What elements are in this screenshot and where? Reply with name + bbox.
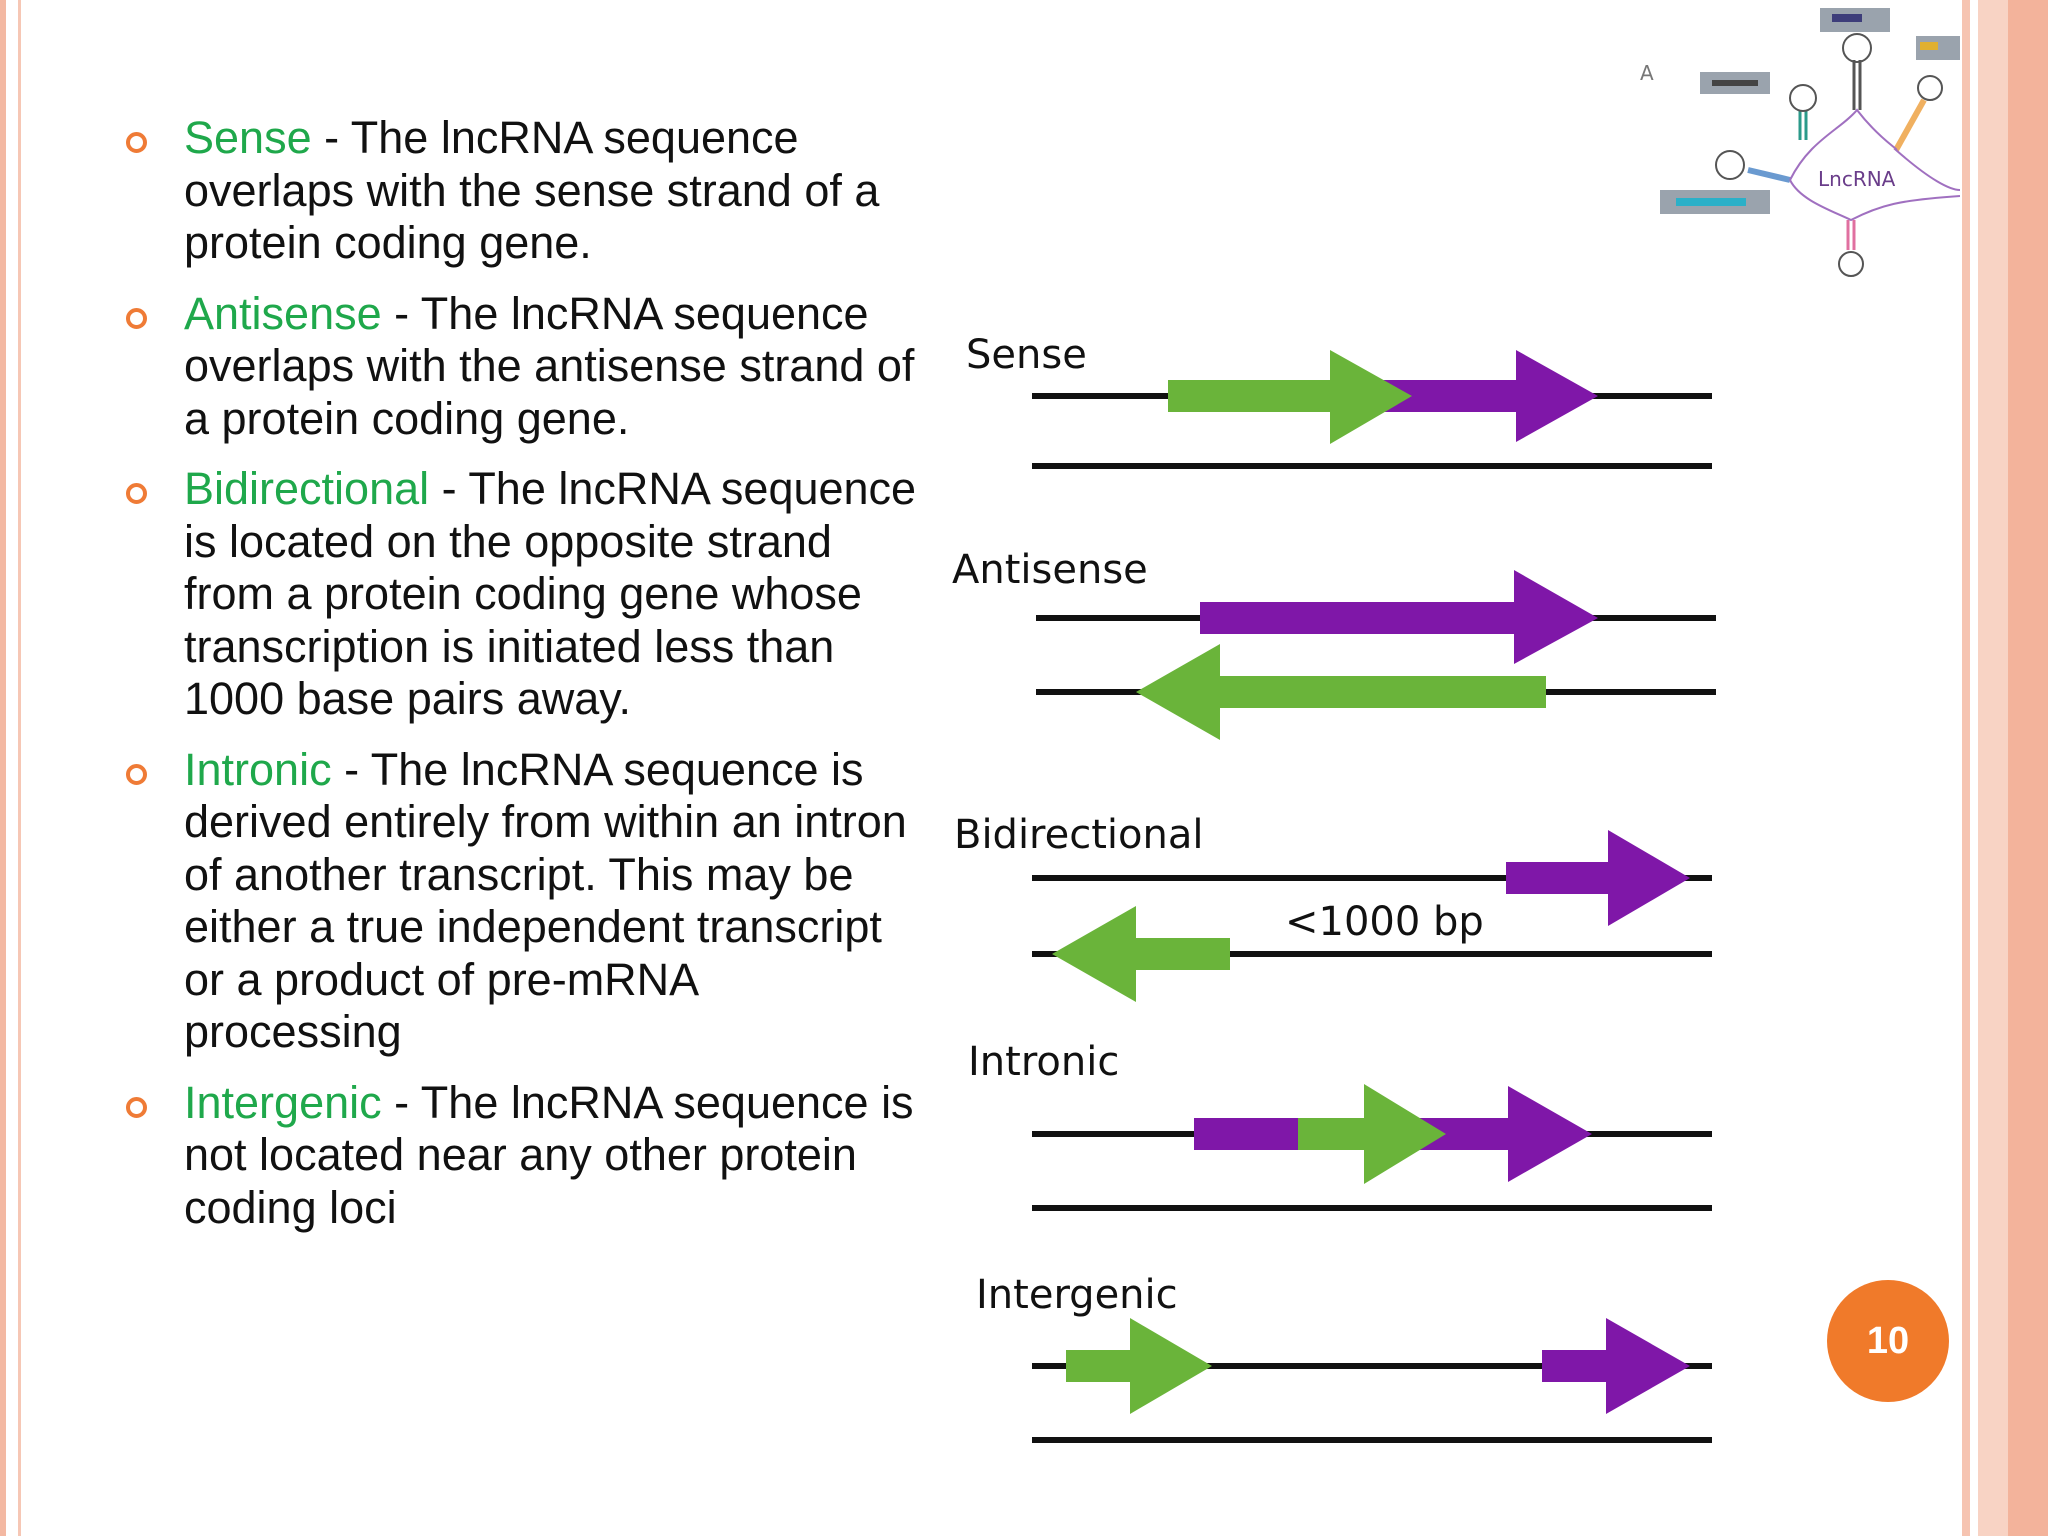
inset-center-label: LncRNA (1818, 167, 1896, 191)
lncrna-classification-diagram: Sense Antisense Bidirectional Intronic I… (952, 332, 1716, 1443)
bullet-term: Bidirectional (184, 463, 430, 514)
bullet-circle-icon (126, 483, 147, 504)
bullet-term: Sense (184, 112, 312, 163)
green-arrow (1052, 906, 1230, 1002)
purple-arrow (1200, 570, 1598, 664)
diagram-label-sense: Sense (966, 332, 1087, 378)
bullet-text: - The lncRNA sequence is not located nea… (184, 1076, 914, 1233)
slide-border-right-band (1978, 0, 2008, 1536)
bullet-circle-icon (126, 1096, 147, 1118)
purple-arrow (1246, 350, 1598, 442)
page-number-badge: 10 (1827, 1280, 1949, 1402)
loop (1789, 84, 1817, 112)
backbone (1789, 108, 1960, 222)
diagram-label-antisense: Antisense (952, 547, 1148, 593)
bullet-intergenic: Intergenic - The lncRNA sequence is not … (120, 1077, 920, 1235)
bullet-text: - The lncRNA sequence overlaps with the … (184, 287, 915, 444)
stem (1747, 167, 1791, 183)
bullet-text: - The lncRNA sequence overlaps with the … (184, 112, 880, 268)
stem (1852, 60, 1862, 110)
purple-arrow (1506, 830, 1690, 926)
gene-box-mark (1676, 198, 1746, 206)
loop (1842, 33, 1872, 63)
bullet-term: Intronic (184, 743, 332, 795)
gene-box-mark (1920, 42, 1938, 50)
green-arrow (1168, 350, 1412, 444)
distance-label: <1000 bp (1285, 899, 1484, 945)
bullet-list: Sense - The lncRNA sequence overlaps wit… (120, 112, 920, 1252)
bullet-circle-icon (126, 307, 147, 329)
gene-box-mark (1712, 80, 1758, 86)
diagram-label-intronic: Intronic (968, 1039, 1119, 1085)
slide-border-left-inner (18, 0, 21, 1536)
bullet-circle-icon (126, 132, 147, 153)
loop (1838, 251, 1864, 277)
stem (1846, 220, 1856, 250)
bullet-intronic: Intronic - The lncRNA sequence is derive… (120, 744, 920, 1059)
lncrna-inset-figure: A LncRNA (1640, 8, 1960, 277)
green-arrow (1298, 1084, 1446, 1184)
green-arrow (1136, 644, 1546, 740)
bullet-text: - The lncRNA sequence is located on the … (184, 463, 917, 724)
inset-panel-letter: A (1640, 61, 1654, 85)
loop (1917, 75, 1943, 101)
bullet-circle-icon (126, 763, 147, 785)
loop (1715, 150, 1745, 180)
bullet-sense: Sense - The lncRNA sequence overlaps wit… (120, 112, 920, 270)
bullet-term: Antisense (184, 287, 382, 339)
gene-box-mark (1832, 14, 1862, 22)
bullet-antisense: Antisense - The lncRNA sequence overlaps… (120, 288, 920, 446)
slide-border-left-outer (0, 0, 6, 1536)
purple-arrow (1542, 1318, 1690, 1414)
diagram-label-bidirectional: Bidirectional (954, 812, 1203, 858)
stem (1798, 110, 1808, 140)
bullet-text: - The lncRNA sequence is derived entirel… (184, 743, 907, 1058)
slide-border-right-edge (2008, 0, 2048, 1536)
bullet-bidirectional: Bidirectional - The lncRNA sequence is l… (120, 463, 920, 726)
bullet-term: Intergenic (184, 1076, 382, 1128)
slide-border-right-stripe (1962, 0, 1970, 1536)
diagram-label-intergenic: Intergenic (976, 1272, 1178, 1318)
stem (1893, 98, 1927, 152)
green-arrow (1066, 1318, 1212, 1414)
